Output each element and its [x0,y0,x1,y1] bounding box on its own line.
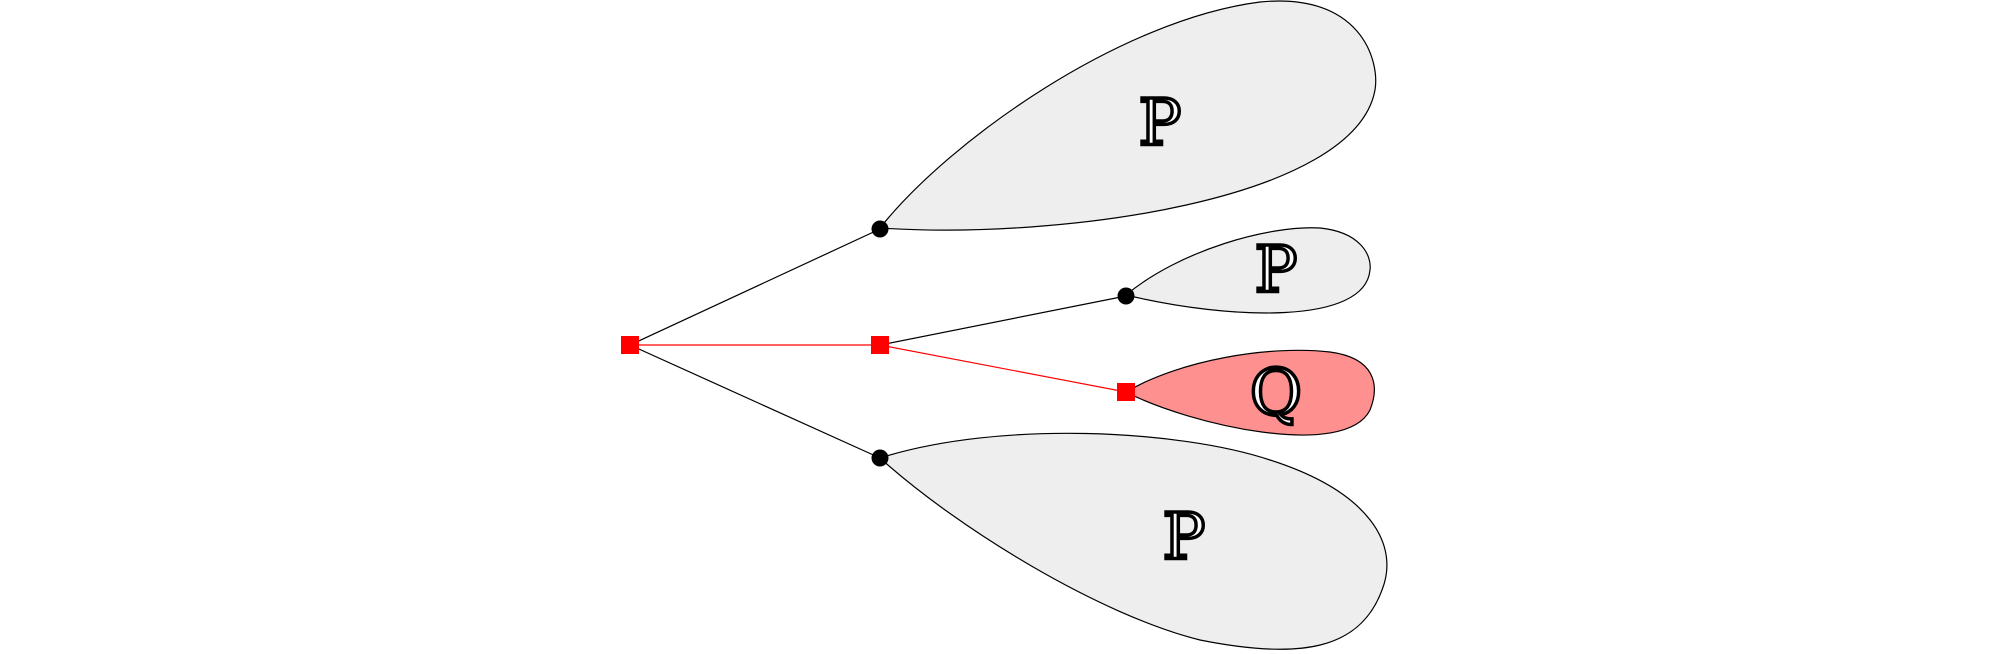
root-node[interactable] [621,336,639,354]
inner-upper-node[interactable] [1117,287,1135,305]
lower-branch-node[interactable] [871,449,889,467]
leaf-label-top: P [1138,87,1181,161]
leaf-blob-top [878,0,1377,231]
inner-lower-node[interactable] [1117,383,1135,401]
leaf-blob-lower-middle[interactable] [1124,349,1375,436]
edge-root-to-lower [629,344,881,459]
leaf-label-lower-middle: Q [1250,357,1302,431]
upper-branch-node[interactable] [871,220,889,238]
edge-root-to-upper [629,228,881,346]
leaf-blob-bottom [878,432,1388,650]
leaf-blob-upper-middle [1124,227,1371,314]
middle-branch-node[interactable] [871,336,889,354]
edge-middle-to-inner-lower [879,344,1127,393]
leaf-label-bottom: P [1162,501,1205,575]
edge-middle-to-inner-upper [879,295,1127,346]
leaf-label-upper-middle: P [1254,234,1297,308]
